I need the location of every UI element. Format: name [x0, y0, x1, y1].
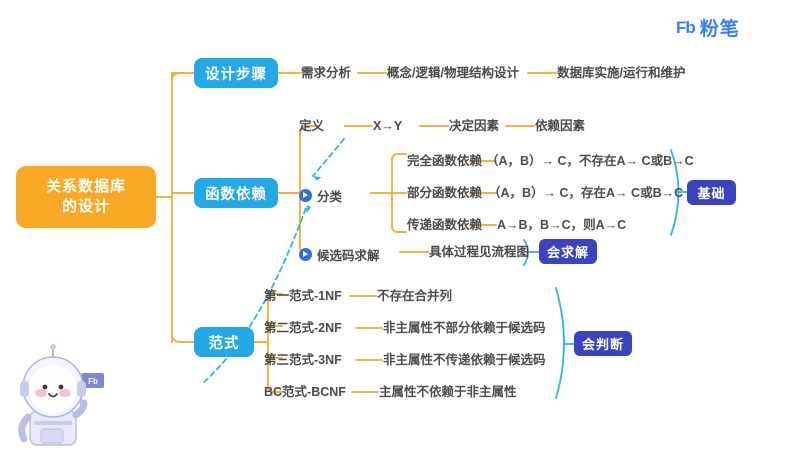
mascot-flag-text: Fb	[88, 377, 98, 386]
definition-formula[interactable]: X→Y	[373, 119, 403, 133]
candidate-key-node[interactable]: 候选码求解	[299, 245, 380, 264]
branch-functional-dependency[interactable]: 函数依赖	[194, 178, 278, 208]
full-fd-desc[interactable]: （A，B）→ C，不存在A→ C或B→C	[486, 154, 694, 168]
nf-label-3[interactable]: 第三范式-3NF	[264, 353, 342, 367]
badge-basic[interactable]: 基础	[687, 180, 736, 205]
dashed-arrow-top	[312, 138, 345, 177]
pin-play-icon	[299, 248, 312, 261]
brand-logo: Fb 粉笔	[676, 14, 740, 41]
arrowhead-top	[313, 176, 322, 181]
candidate-key-label: 候选码求解	[317, 249, 380, 263]
definition-leaf[interactable]: 定义	[299, 119, 325, 133]
branch-normal-form[interactable]: 范式	[194, 327, 254, 357]
determinant-leaf[interactable]: 决定因素	[449, 119, 500, 133]
transitive-fd-label[interactable]: 传递函数依赖	[407, 218, 483, 232]
arrowhead-bottom	[306, 205, 311, 214]
badge-judge[interactable]: 会判断	[574, 331, 632, 356]
classification-node[interactable]: 分类	[299, 186, 342, 205]
partial-fd-desc[interactable]: （A，B）→ C，存在A→ C或B→C	[488, 186, 684, 200]
nf-desc-4[interactable]: 主属性不依赖于非主属性	[379, 385, 517, 399]
pin-play-icon	[299, 189, 312, 202]
bracket-judge	[555, 287, 565, 399]
step-leaf-3[interactable]: 数据库实施/运行和维护	[557, 66, 686, 80]
astronaut-mascot: Fb	[18, 344, 104, 446]
nf-label-1[interactable]: 第一范式-1NF	[264, 289, 342, 303]
nf-desc-3[interactable]: 非主属性不传递依赖于候选码	[383, 353, 546, 367]
nf-label-4[interactable]: BC范式-BCNF	[264, 385, 346, 399]
root-line-1: 关系数据库	[45, 177, 126, 195]
nf-desc-1[interactable]: 不存在合并列	[377, 289, 453, 303]
step-leaf-2[interactable]: 概念/逻辑/物理结构设计	[387, 66, 519, 80]
nf-desc-2[interactable]: 非主属性不部分依赖于候选码	[383, 321, 546, 335]
root-node[interactable]: 关系数据库 的设计	[16, 166, 156, 228]
logo-mark: Fb	[676, 17, 696, 37]
logo-name: 粉笔	[699, 19, 740, 40]
transitive-fd-desc[interactable]: A→B，B→C，则A→C	[497, 218, 627, 232]
step-leaf-1[interactable]: 需求分析	[301, 66, 352, 80]
dependent-leaf[interactable]: 依赖因素	[535, 119, 586, 133]
partial-fd-label[interactable]: 部分函数依赖	[407, 186, 483, 200]
branch-design-steps[interactable]: 设计步骤	[194, 58, 278, 88]
candidate-key-desc[interactable]: 具体过程见流程图	[429, 245, 530, 259]
root-line-2: 的设计	[61, 198, 110, 215]
full-fd-label[interactable]: 完全函数依赖	[407, 154, 483, 168]
nf-label-2[interactable]: 第二范式-2NF	[264, 321, 342, 335]
classification-label: 分类	[317, 190, 343, 204]
badge-solve[interactable]: 会求解	[539, 239, 597, 264]
